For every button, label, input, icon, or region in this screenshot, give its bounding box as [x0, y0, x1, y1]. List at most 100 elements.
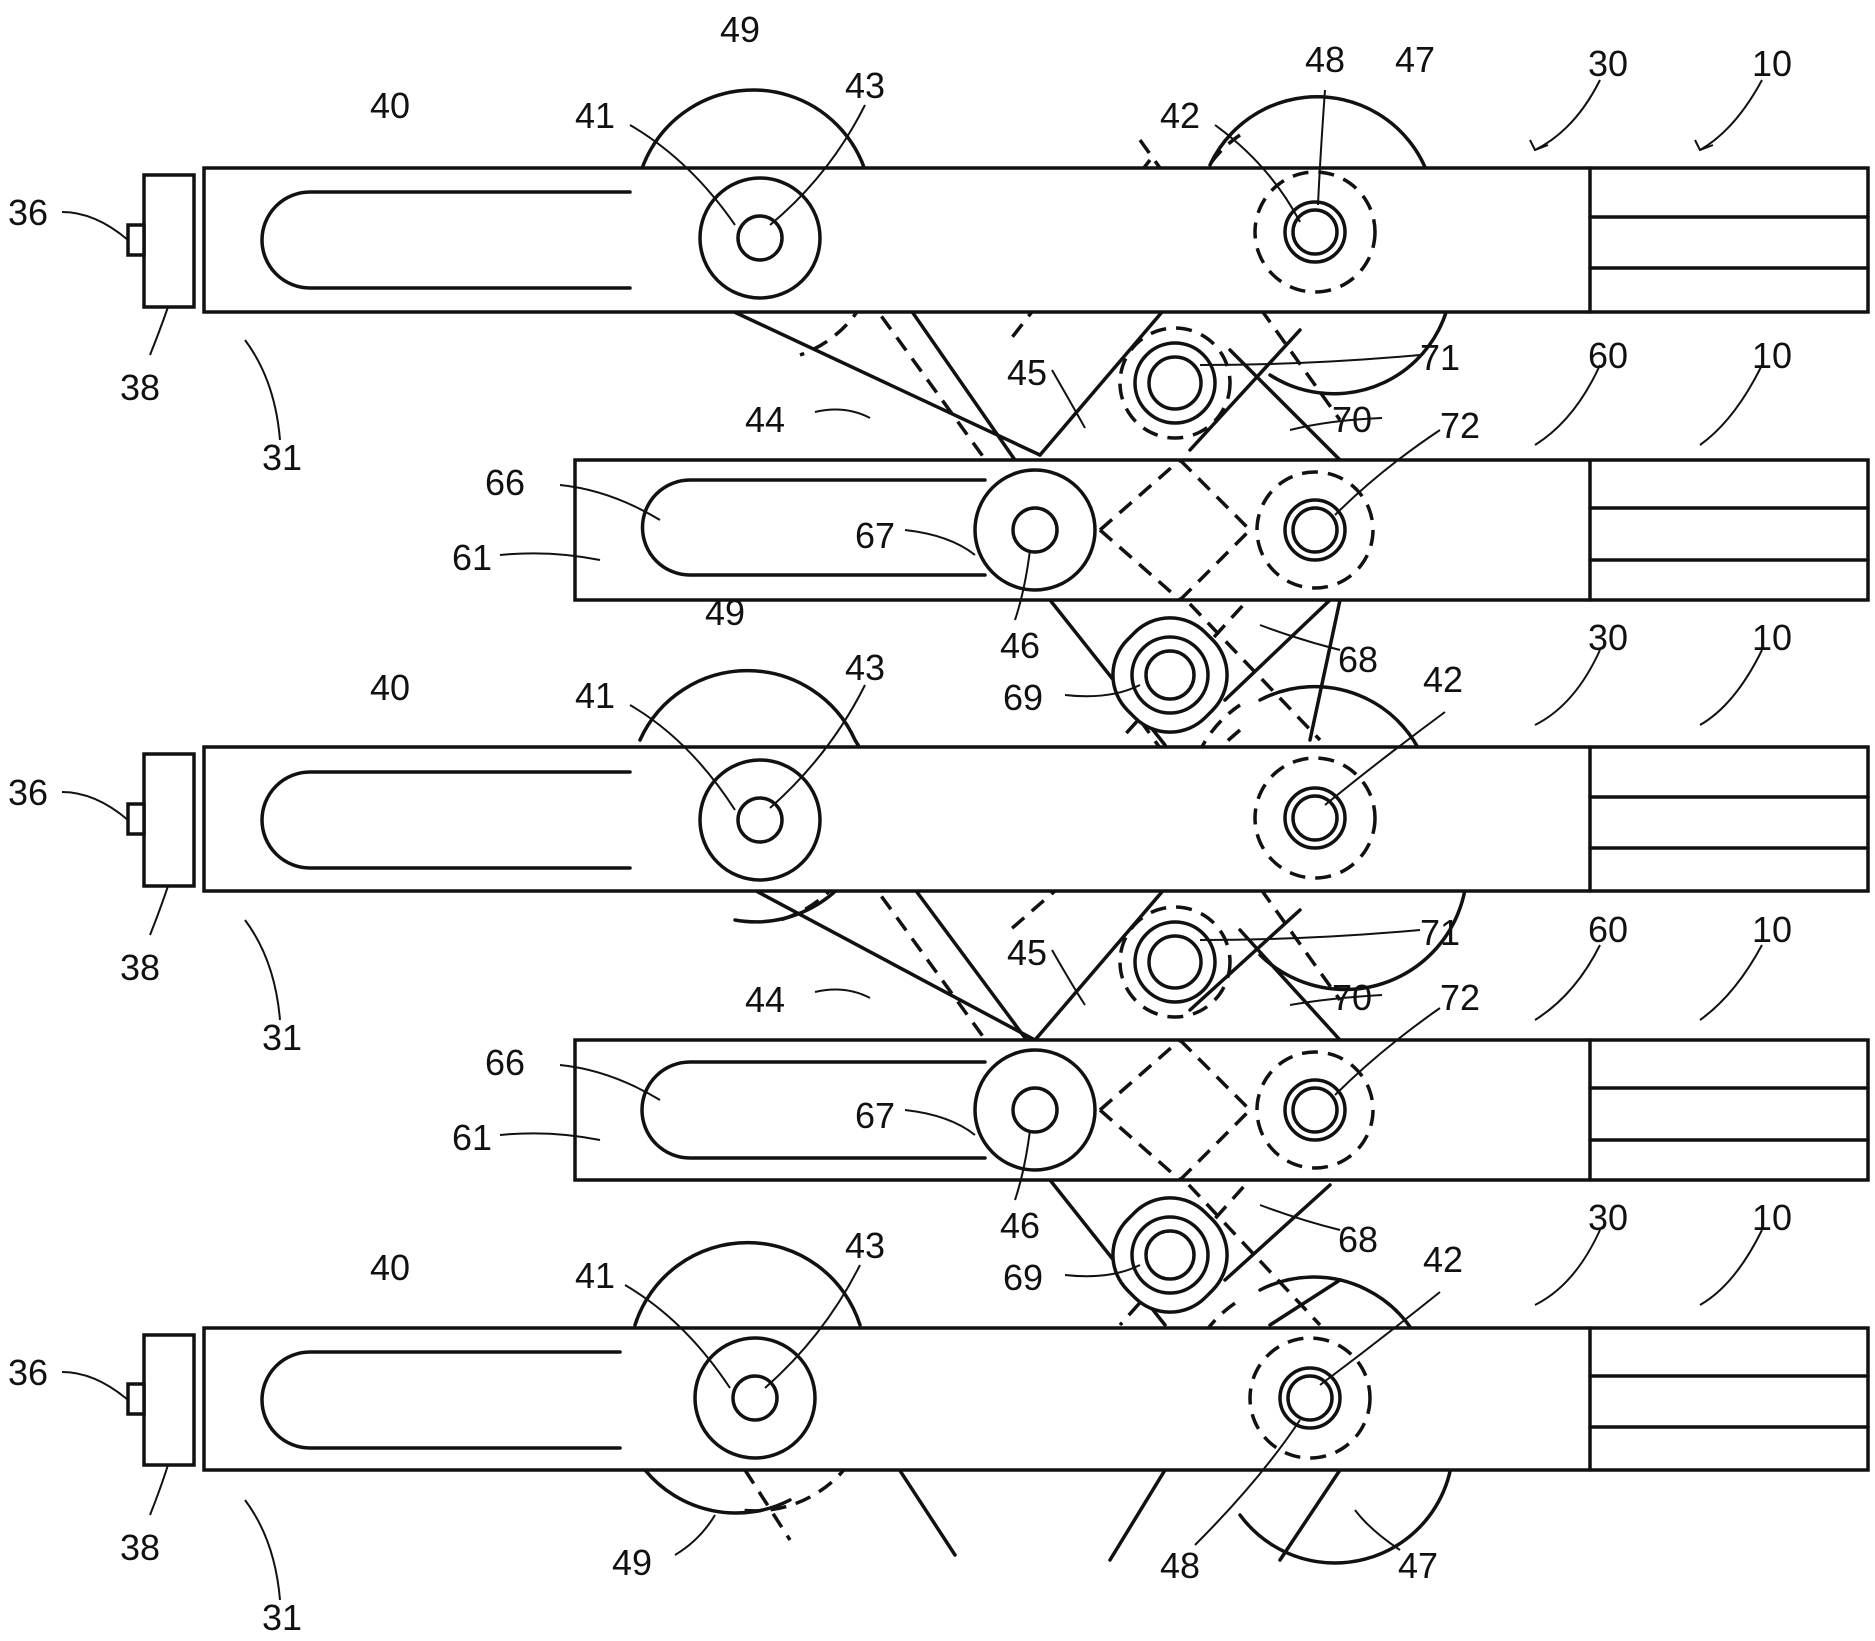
- label-60-b: 60: [1588, 909, 1628, 950]
- pin-67-upper: [975, 470, 1095, 590]
- label-41-b: 41: [575, 675, 615, 716]
- label-36-b: 36: [8, 772, 48, 813]
- arrow-10-c: [1700, 650, 1762, 725]
- link-68c-upper: [1310, 600, 1340, 740]
- arrow-30-a: [1535, 80, 1600, 150]
- label-10: 10: [1752, 43, 1792, 84]
- gear-49-bottom: [635, 1243, 860, 1325]
- link-69-body-upper: [1092, 597, 1248, 753]
- label-45-b: 45: [1007, 932, 1047, 973]
- label-48-b: 48: [1160, 1545, 1200, 1586]
- arrow-10-e: [1700, 1230, 1762, 1305]
- label-10-c: 10: [1752, 617, 1792, 658]
- arrow-31-a: [245, 340, 280, 440]
- label-47: 47: [1395, 39, 1435, 80]
- leader-68-b: [1260, 1205, 1340, 1230]
- arrow-30-b: [1535, 650, 1600, 725]
- label-46: 46: [1000, 625, 1040, 666]
- arrow-31-c: [245, 1500, 280, 1600]
- label-46-b: 46: [1000, 1205, 1040, 1246]
- label-43-c: 43: [845, 1225, 885, 1266]
- leader-71-b: [1200, 930, 1420, 940]
- label-36: 36: [8, 192, 48, 233]
- end-block-38-bottom: [144, 1335, 194, 1465]
- bar-30-middle: [128, 747, 1868, 891]
- bar-60-upper: [575, 460, 1868, 600]
- leader-38-c: [150, 1465, 168, 1515]
- roller-71-upper: [1135, 343, 1215, 423]
- label-70-b: 70: [1332, 977, 1372, 1018]
- label-10-d: 10: [1752, 909, 1792, 950]
- leader-44-b: [815, 990, 870, 998]
- label-36-c: 36: [8, 1352, 48, 1393]
- label-69: 69: [1003, 677, 1043, 718]
- label-68: 68: [1338, 639, 1378, 680]
- label-38-c: 38: [120, 1527, 160, 1568]
- label-49-b: 49: [705, 592, 745, 633]
- leader-38-b: [150, 886, 168, 935]
- label-38-b: 38: [120, 947, 160, 988]
- link-68b-lower: [1225, 1185, 1330, 1280]
- leader-71-a: [1200, 355, 1420, 365]
- label-48: 48: [1305, 39, 1345, 80]
- label-70: 70: [1332, 399, 1372, 440]
- label-40: 40: [370, 85, 410, 126]
- label-42-c: 42: [1423, 1239, 1463, 1280]
- leader-44-a: [815, 410, 870, 418]
- link-70-middle: [1240, 930, 1340, 1040]
- label-71: 71: [1420, 337, 1460, 378]
- label-41-c: 41: [575, 1255, 615, 1296]
- label-40-b: 40: [370, 667, 410, 708]
- label-45: 45: [1007, 352, 1047, 393]
- label-66: 66: [485, 462, 525, 503]
- roller-71-lower: [1135, 922, 1215, 1002]
- label-30: 30: [1588, 43, 1628, 84]
- arrow-60-a: [1535, 365, 1600, 445]
- leader-47-b: [1355, 1510, 1400, 1550]
- label-49: 49: [720, 9, 760, 50]
- label-42-b: 42: [1423, 659, 1463, 700]
- label-31-b: 31: [262, 1017, 302, 1058]
- label-72-b: 72: [1440, 977, 1480, 1018]
- leader-49-c: [675, 1515, 715, 1555]
- label-44: 44: [745, 399, 785, 440]
- label-44-b: 44: [745, 979, 785, 1020]
- label-42: 42: [1160, 95, 1200, 136]
- label-38: 38: [120, 367, 160, 408]
- leader-38-a: [150, 307, 168, 355]
- label-31: 31: [262, 437, 302, 478]
- end-block-38-top: [144, 175, 194, 307]
- bar-30-top: [128, 168, 1868, 312]
- arrow-10-b: [1700, 365, 1762, 445]
- leader-36-a: [62, 212, 128, 240]
- label-30-b: 30: [1588, 617, 1628, 658]
- label-67-b: 67: [855, 1095, 895, 1136]
- label-43-b: 43: [845, 647, 885, 688]
- knob-36-top: [128, 225, 144, 255]
- label-10-b: 10: [1752, 335, 1792, 376]
- label-67: 67: [855, 515, 895, 556]
- knob-36-middle: [128, 804, 144, 834]
- label-41: 41: [575, 95, 615, 136]
- arrowhead-30-a: [1530, 140, 1548, 150]
- knob-36-bottom: [128, 1384, 144, 1414]
- arrow-31-b: [245, 920, 280, 1020]
- leader-45-b: [1052, 950, 1085, 1005]
- bar-30-bottom: [128, 1328, 1868, 1470]
- label-47-b: 47: [1398, 1545, 1438, 1586]
- label-30-c: 30: [1588, 1197, 1628, 1238]
- link-70-upper: [1230, 350, 1340, 460]
- label-61: 61: [452, 537, 492, 578]
- label-49-c: 49: [612, 1542, 652, 1583]
- bar-60-lower: [575, 1040, 1868, 1180]
- arrow-60-b: [1535, 945, 1600, 1020]
- label-60: 60: [1588, 335, 1628, 376]
- arrow-10-a: [1700, 80, 1762, 150]
- end-block-38-middle: [144, 754, 194, 886]
- pin-67-lower: [975, 1050, 1095, 1170]
- bar-body-top: [204, 168, 1868, 312]
- label-40-c: 40: [370, 1247, 410, 1288]
- label-71-b: 71: [1420, 912, 1460, 953]
